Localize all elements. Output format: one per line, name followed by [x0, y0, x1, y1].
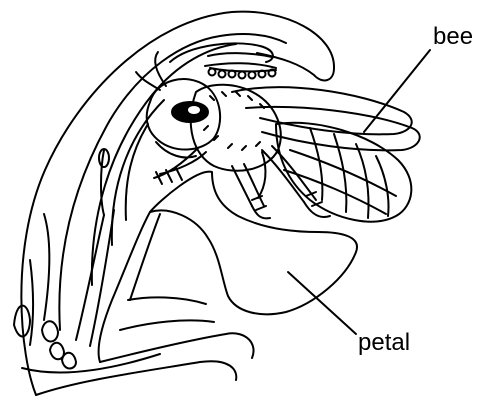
bee-leader-line: [364, 50, 430, 132]
bee: [136, 52, 420, 222]
bee-label: bee: [433, 23, 473, 50]
petal: [99, 172, 358, 362]
stamen: [170, 43, 276, 78]
flower-base: [14, 214, 236, 395]
petal-leader-line: [288, 272, 356, 334]
flower-hood: [21, 12, 334, 395]
petal-label: petal: [358, 329, 410, 356]
